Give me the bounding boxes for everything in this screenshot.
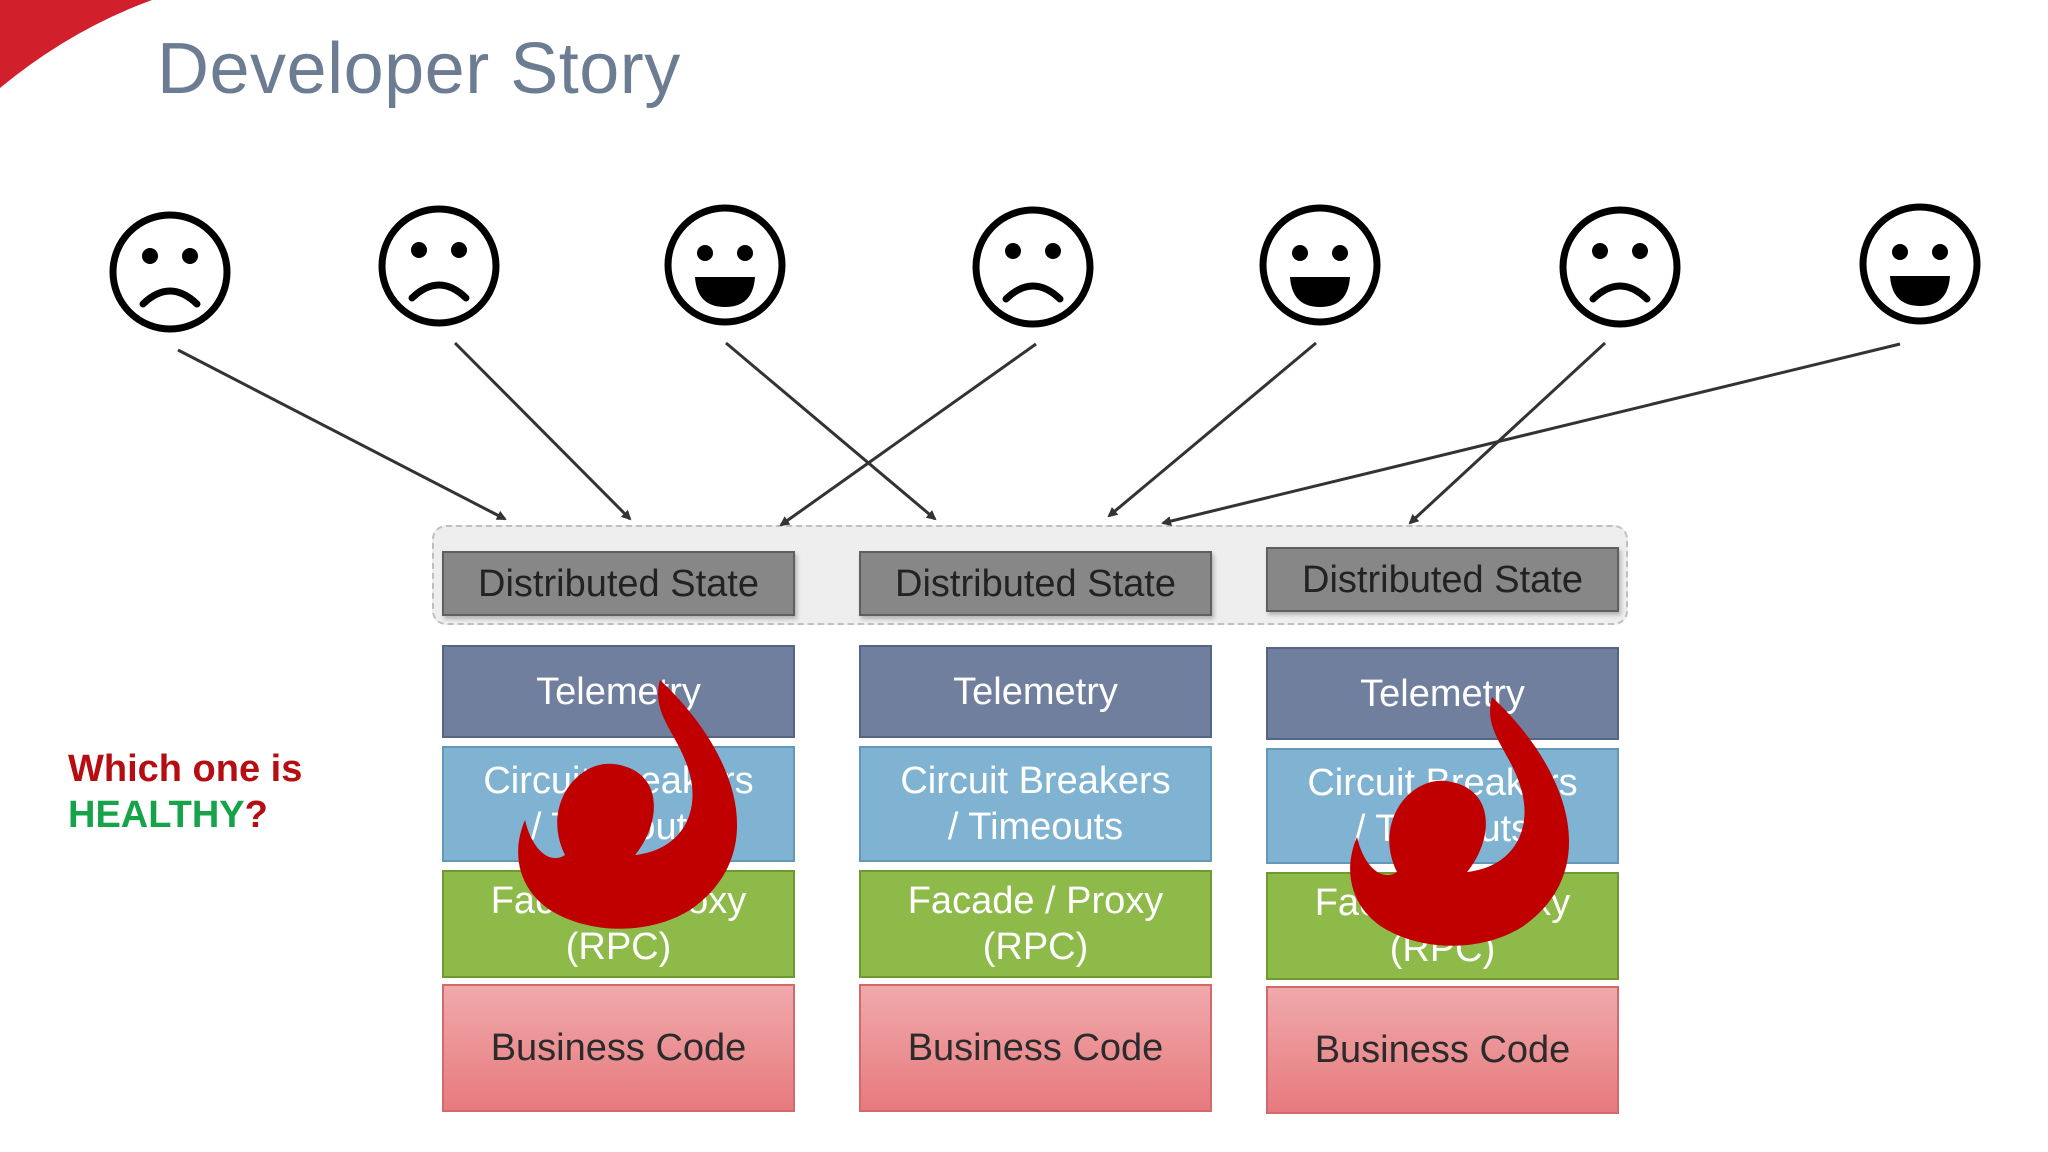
sad-face-icon	[382, 209, 496, 323]
happy-face-icon	[1263, 208, 1377, 322]
question-mark: ?	[244, 794, 268, 836]
sad-face-icon	[113, 215, 227, 329]
telemetry-block: Telemetry	[1266, 647, 1619, 740]
request-arrows	[177, 341, 1901, 527]
healthy-word: HEALTHY	[68, 794, 245, 836]
distributed-state-block: Distributed State	[859, 551, 1212, 616]
arrow	[725, 341, 937, 521]
question-line-1: Which one is	[68, 748, 303, 790]
slide-title: Developer Story	[157, 29, 681, 109]
business-code-block: Business Code	[1266, 986, 1619, 1114]
happy-face-icon	[668, 208, 782, 322]
arrow	[177, 348, 507, 521]
developer-faces	[113, 207, 1977, 329]
fire-icon	[1350, 697, 1570, 946]
distributed-state-block: Distributed State	[442, 551, 795, 616]
telemetry-block: Telemetry	[859, 645, 1212, 738]
arrow	[1107, 341, 1317, 518]
arrow	[1161, 342, 1901, 526]
arrow	[779, 342, 1037, 527]
arrow	[1408, 341, 1607, 525]
healthy-question: Which one is HEALTHY?	[68, 746, 302, 838]
sad-face-icon	[1563, 210, 1677, 324]
business-code-block: Business Code	[442, 984, 795, 1112]
facade-proxy-block: Facade / Proxy (RPC)	[859, 870, 1212, 978]
happy-face-icon	[1863, 207, 1977, 321]
circuit-breakers-block: Circuit Breakers / Timeouts	[859, 746, 1212, 862]
fire-icon	[518, 680, 738, 929]
business-code-block: Business Code	[859, 984, 1212, 1112]
sad-face-icon	[976, 210, 1090, 324]
arrow	[453, 341, 632, 521]
corner-accent	[0, 0, 152, 88]
distributed-state-block: Distributed State	[1266, 547, 1619, 612]
service-stack-2: Distributed State Telemetry Circuit Brea…	[859, 551, 1212, 1112]
telemetry-block: Telemetry	[442, 645, 795, 738]
